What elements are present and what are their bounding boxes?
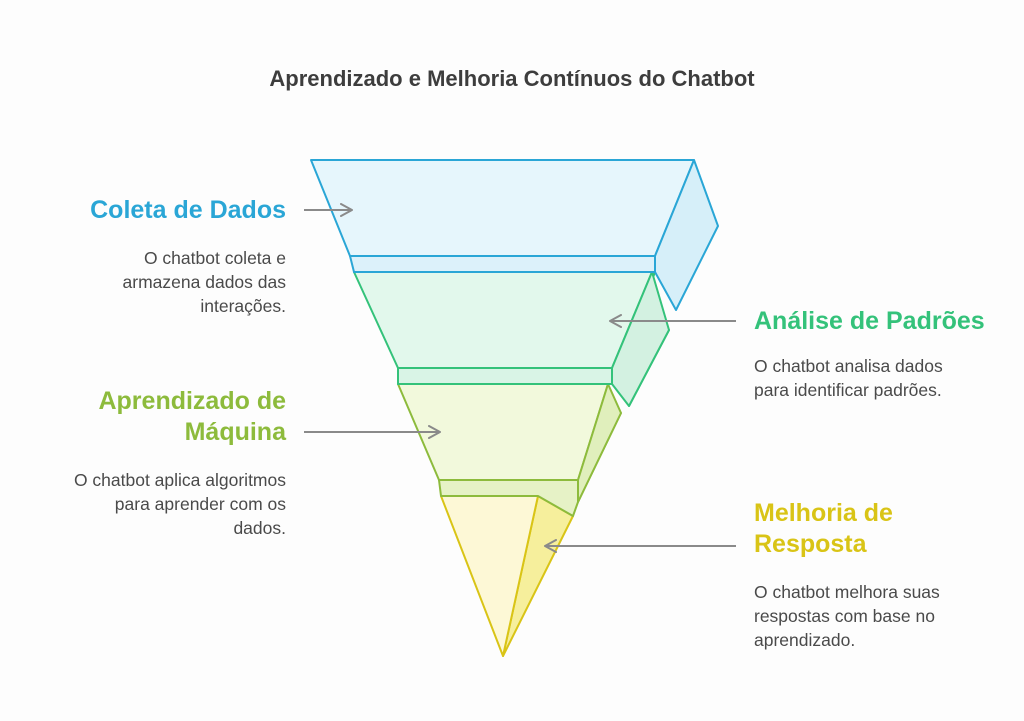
funnel-layer-aprendizado	[397, 383, 622, 517]
stage-heading-analise: Análise de Padrões	[754, 307, 985, 335]
funnel-layer-analise	[353, 271, 670, 407]
diagram-title: Aprendizado e Melhoria Contínuos do Chat…	[269, 66, 755, 91]
stage-description-aprendizado: O chatbot aplica algoritmos para aprende…	[73, 470, 286, 538]
stage-description-coleta: O chatbot coleta e armazena dados das in…	[122, 248, 286, 316]
stage-description-melhoria: O chatbot melhora suas respostas com bas…	[754, 582, 940, 650]
stage-heading-melhoria: Melhoria de Resposta	[754, 499, 893, 558]
funnel-layer-coleta	[310, 159, 719, 311]
stage-heading-coleta: Coleta de Dados	[90, 196, 286, 224]
funnel-layer-melhoria	[440, 495, 574, 657]
stage-description-analise: O chatbot analisa dados para identificar…	[754, 356, 943, 400]
stage-heading-aprendizado: Aprendizado de Máquina	[98, 387, 286, 446]
